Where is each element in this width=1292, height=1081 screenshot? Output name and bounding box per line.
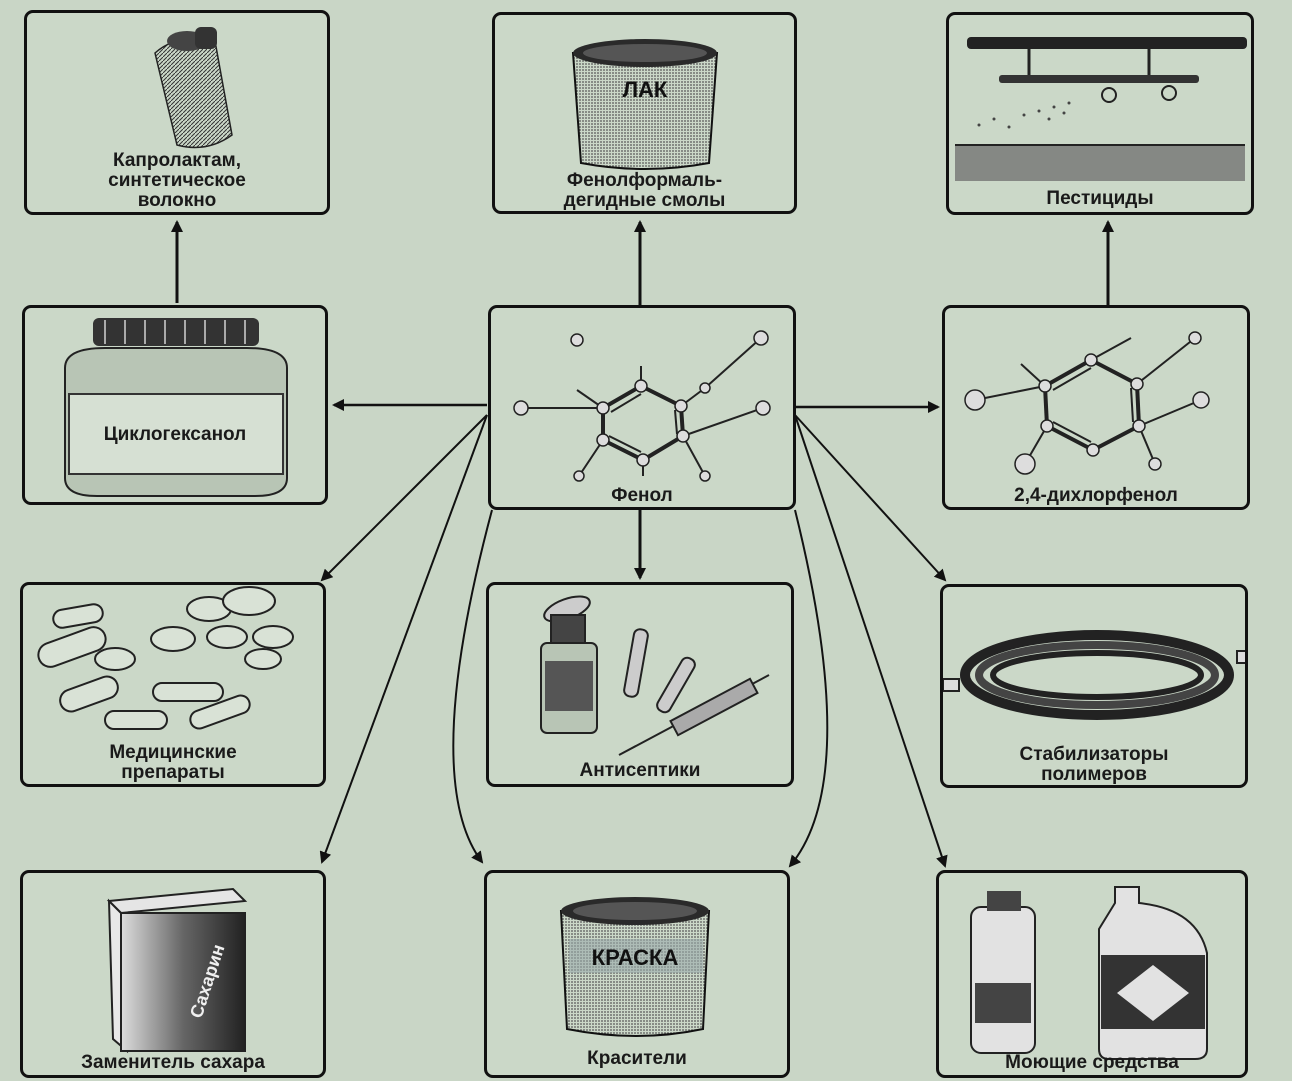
arrow-to-dyes-right (788, 509, 829, 868)
arrow-to-sugar-substitute (319, 414, 488, 864)
detergent-bottles-icon (970, 886, 1208, 1060)
box-detergents: Моющие средства (936, 870, 1248, 1078)
box-dichlorophenol: 2,4-дихлорфенол (942, 305, 1250, 510)
box-pesticides: Пестициды (946, 12, 1254, 215)
paint-can-text: КРАСКА (592, 945, 679, 970)
dyes-label: Красители (587, 1048, 687, 1069)
lacquer-can-icon: ЛАК (571, 39, 719, 170)
arrow-to-detergents (794, 414, 948, 868)
phenol-label: Фенол (611, 485, 673, 506)
pesticides-label: Пестициды (1046, 188, 1154, 209)
vial-syringe-icon (540, 595, 770, 756)
box-sugar-substitute: Сахарин Заменитель сахара (20, 870, 326, 1078)
box-dyes: КРАСКА Красители (484, 870, 790, 1078)
box-cyclohexanol: Циклогексанол (22, 305, 328, 505)
paint-can-icon: КРАСКА (559, 897, 711, 1037)
detergents-label: Моющие средства (1005, 1052, 1179, 1073)
medicine-label-1: Медицинские (109, 742, 237, 763)
caprolactam-label-2: синтетическое (108, 170, 246, 191)
resins-label-2: дегидные смолы (563, 190, 726, 211)
arrow-to-medicine (320, 414, 488, 582)
fiber-bobbin-icon (154, 27, 233, 149)
arrow-to-stabilizers (794, 414, 947, 582)
phenol-molecule-icon (513, 330, 771, 482)
box-caprolactam: Капролактам, синтетическое волокно (24, 10, 330, 215)
stabilizers-label-2: полимеров (1041, 764, 1147, 785)
sugar-substitute-label: Заменитель сахара (81, 1052, 265, 1073)
antiseptics-label: Антисептики (579, 760, 701, 781)
dichlorophenol-label: 2,4-дихлорфенол (1014, 485, 1178, 506)
lacquer-can-text: ЛАК (623, 77, 668, 102)
caprolactam-label-3: волокно (137, 190, 217, 211)
hose-coil-icon (943, 630, 1245, 720)
cyclohexanol-label: Циклогексанол (103, 424, 247, 445)
bottle-jar-icon (64, 318, 288, 497)
box-medicine: Медицинские препараты (20, 582, 326, 787)
box-antiseptics: Антисептики (486, 582, 794, 787)
caprolactam-label-1: Капролактам, (113, 150, 241, 171)
pills-icon (37, 586, 294, 730)
box-phenol: Фенол (488, 305, 796, 510)
box-resins: ЛАК Фенолформаль- дегидные смолы (492, 12, 797, 214)
dichlorophenol-molecule-icon (964, 331, 1210, 475)
saccharin-box-icon: Сахарин (106, 887, 248, 1054)
crop-duster-icon (955, 37, 1247, 181)
resins-label-1: Фенолформаль- (566, 170, 723, 191)
box-stabilizers: Стабилизаторы полимеров (940, 584, 1248, 788)
medicine-label-2: препараты (121, 762, 225, 783)
stabilizers-label-1: Стабилизаторы (1019, 744, 1169, 765)
